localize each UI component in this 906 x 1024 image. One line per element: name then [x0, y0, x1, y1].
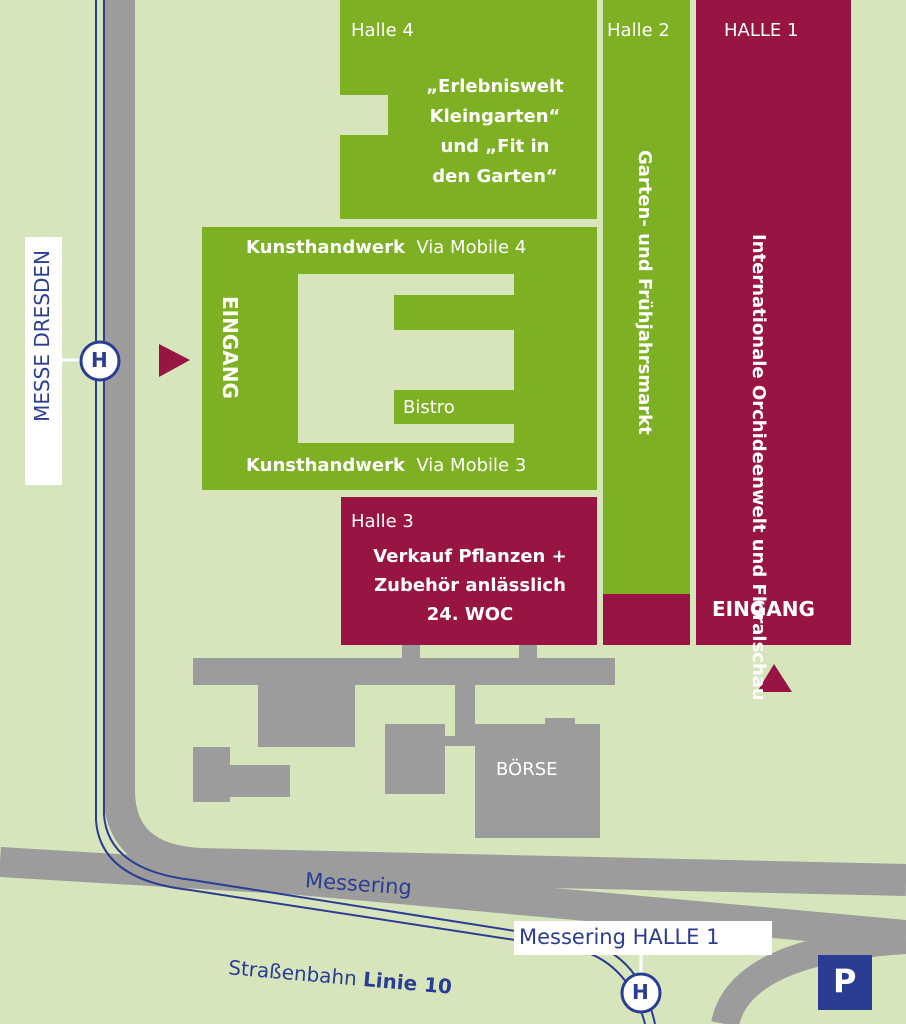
entrance-arrow-icon	[159, 344, 190, 377]
messe-dresden-stop-label: MESSE DRESDEN	[30, 250, 54, 422]
halle-4-title: „Erlebniswelt Kleingarten“ und „Fit in d…	[400, 72, 590, 192]
halle-3[interactable]	[341, 497, 597, 645]
title-line: Orchideenwelt und Floralschau	[748, 384, 769, 701]
tram-stop-symbol: H	[632, 980, 649, 1004]
via-mobile-3-label: Kunsthandwerk Via Mobile 3	[246, 455, 526, 476]
entrance-arrow-icon	[757, 664, 792, 692]
road-branch	[711, 926, 906, 1024]
bistro-label: Bistro	[403, 397, 455, 418]
hall-name: Via Mobile 4	[416, 237, 527, 258]
title-line: Internationale	[748, 234, 769, 379]
parking-icon[interactable]	[818, 955, 872, 1010]
parking-label: P	[833, 962, 857, 1000]
hall-name: Via Mobile 3	[416, 455, 527, 476]
halle-1-title: Internationale Orchideenwelt und Florals…	[743, 134, 773, 701]
title-line: Kleingarten“	[429, 106, 561, 127]
halle-1-label: HALLE 1	[724, 20, 799, 41]
bold-label: Kunsthandwerk	[246, 455, 405, 476]
title-line: und „Fit in	[440, 136, 550, 157]
stop-label-box	[25, 237, 62, 485]
halle-2-label: Halle 2	[607, 20, 670, 41]
tram-stop-icon[interactable]	[620, 972, 662, 1014]
halle-2-annex	[603, 594, 690, 645]
tram-stop-icon[interactable]	[79, 340, 121, 382]
halle-1[interactable]	[696, 0, 851, 645]
via-mobile-entrance: EINGANG	[218, 296, 242, 399]
via-mobile-4-label: Kunsthandwerk Via Mobile 4	[246, 237, 526, 258]
road-messering	[0, 847, 906, 950]
bistro-area	[394, 390, 514, 424]
title-line: 24. WOC	[426, 604, 514, 625]
title-line: „Erlebniswelt	[426, 76, 564, 97]
messering-halle1-stop-label: Messering HALLE 1	[519, 925, 720, 949]
title-line: den Garten“	[432, 166, 558, 187]
halle-3-title: Verkauf Pflanzen + Zubehör anlässlich 24…	[345, 542, 595, 629]
halle-2-title: Garten- und Frühjahrsmarkt	[634, 150, 655, 435]
stop-label-box	[514, 921, 772, 955]
title-line: Verkauf Pflanzen +	[373, 546, 567, 567]
halle-4-label: Halle 4	[351, 20, 414, 41]
boerse-buildings	[193, 645, 615, 838]
title-line: Zubehör anlässlich	[374, 575, 566, 596]
tram-stop-symbol: H	[91, 348, 108, 372]
bold-label: Kunsthandwerk	[246, 237, 405, 258]
boerse-label: BÖRSE	[496, 759, 558, 780]
halle-2[interactable]	[603, 0, 690, 594]
halle-4[interactable]	[340, 0, 597, 219]
halle-3-label: Halle 3	[351, 511, 414, 532]
halle-1-entrance: EINGANG	[712, 597, 815, 621]
